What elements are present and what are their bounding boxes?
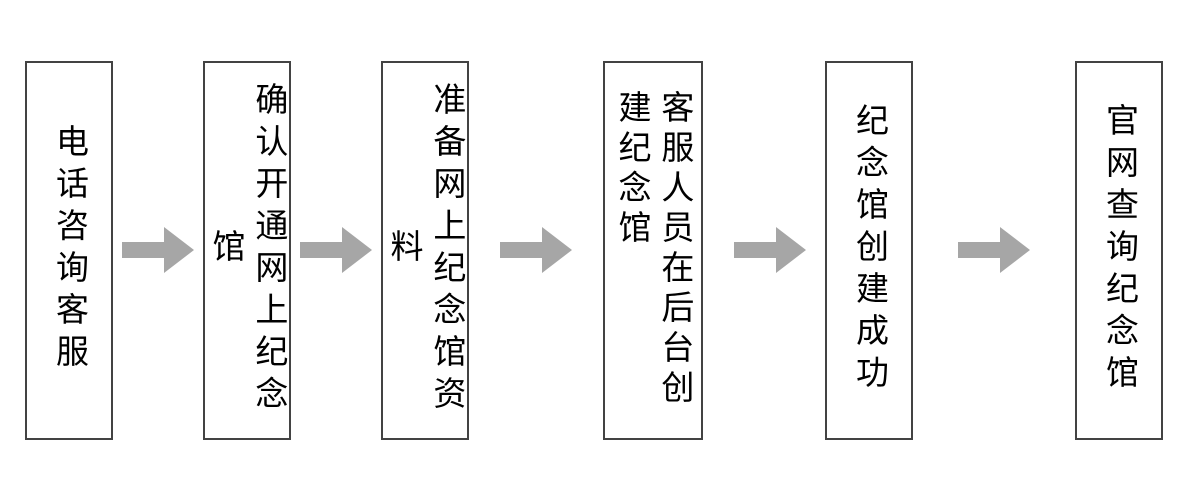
right-arrow-icon: [300, 227, 372, 273]
flow-node-4[interactable]: 客服人员在后台创建纪念馆: [603, 60, 703, 440]
layout-spacer: [815, 250, 825, 251]
flow-node-4-label: 客服人员在后台创建纪念馆: [613, 90, 695, 410]
layout-spacer: [581, 250, 603, 251]
flow-node-3-label: 准备网上纪念馆资料: [385, 82, 467, 418]
flow-node-6[interactable]: 官网查询纪念馆: [1075, 60, 1163, 440]
flow-arrow-4: [734, 227, 806, 273]
flow-node-1[interactable]: 电话咨询客服: [25, 60, 113, 440]
flow-node-2-label: 确认开通网上纪念馆: [207, 82, 289, 418]
layout-spacer: [1039, 250, 1075, 251]
flow-node-2[interactable]: 确认开通网上纪念馆: [203, 60, 291, 440]
layout-spacer: [703, 250, 725, 251]
flow-node-3[interactable]: 准备网上纪念馆资料: [381, 60, 469, 440]
right-arrow-icon: [500, 227, 572, 273]
flow-node-1-label: 电话咨询客服: [50, 124, 90, 376]
right-arrow-icon: [734, 227, 806, 273]
flow-arrow-3: [500, 227, 572, 273]
flow-arrow-2: [300, 227, 372, 273]
flow-node-5[interactable]: 纪念馆创建成功: [825, 60, 913, 440]
layout-spacer: [913, 250, 949, 251]
layout-spacer: [469, 250, 491, 251]
right-arrow-icon: [122, 227, 194, 273]
flow-arrow-5: [958, 227, 1030, 273]
right-arrow-icon: [958, 227, 1030, 273]
flow-node-6-label: 官网查询纪念馆: [1100, 103, 1140, 397]
flow-node-5-label: 纪念馆创建成功: [850, 103, 890, 397]
flow-arrow-1: [122, 227, 194, 273]
